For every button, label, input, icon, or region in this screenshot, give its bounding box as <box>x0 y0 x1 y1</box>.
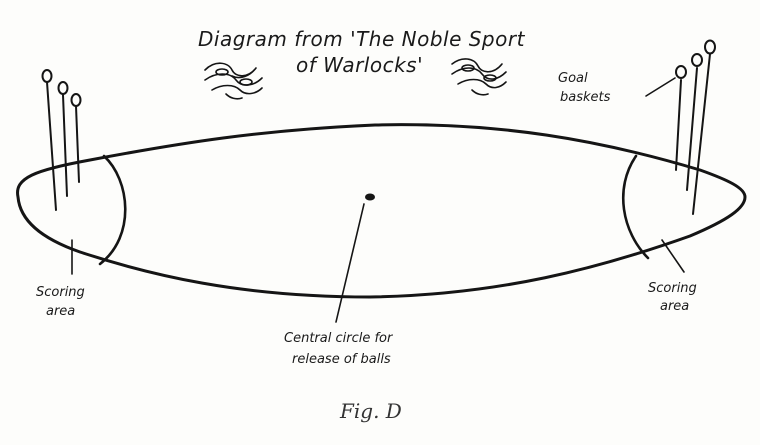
diagram-title-line-2: of Warlocks' <box>296 53 423 77</box>
goal-baskets-label-line-1: Goal <box>558 71 588 86</box>
figure-caption: Fig. D <box>339 399 402 423</box>
central-circle <box>365 193 375 201</box>
pitch-outline <box>16 123 747 299</box>
left-scoring-label-line-1: Scoring <box>36 285 85 300</box>
central-circle-label-line-1: Central circle for <box>284 331 394 346</box>
diagram-title-line-1: Diagram from 'The Noble Sport <box>198 27 526 51</box>
central-circle-pointer <box>335 203 365 323</box>
central-circle-label-line-2: release of balls <box>292 352 391 367</box>
goal-baskets-label-line-2: baskets <box>560 90 611 105</box>
left-goal-baskets <box>41 69 82 211</box>
left-scoring-area-arc <box>98 154 127 266</box>
left-scoring-label-line-2: area <box>46 304 75 319</box>
right-goal-baskets <box>675 39 716 215</box>
right-flourish-ornament <box>451 58 507 96</box>
right-scoring-pointer <box>661 239 685 273</box>
left-flourish-ornament <box>204 62 263 100</box>
right-scoring-label-line-1: Scoring <box>648 281 697 296</box>
right-scoring-label-line-2: area <box>660 299 689 314</box>
right-scoring-area-arc <box>622 154 650 260</box>
goal-baskets-pointer <box>645 77 676 97</box>
